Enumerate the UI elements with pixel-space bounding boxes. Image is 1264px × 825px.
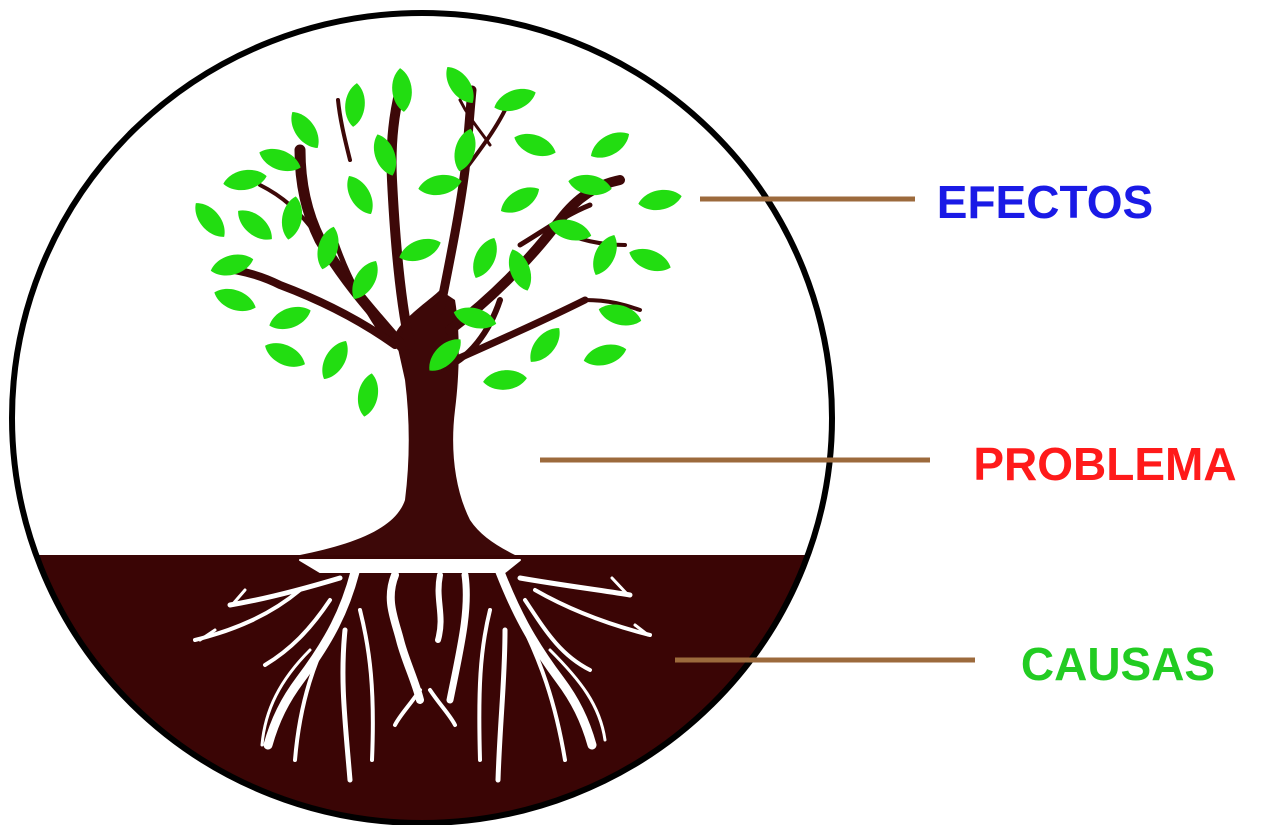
- tree-icon: [188, 61, 684, 555]
- roots-icon: [193, 559, 652, 783]
- problem-label: PROBLEMA: [973, 438, 1236, 490]
- effects-label: EFECTOS: [937, 176, 1153, 228]
- causes-label: CAUSAS: [1021, 638, 1215, 690]
- circle-outline: [9, 10, 835, 825]
